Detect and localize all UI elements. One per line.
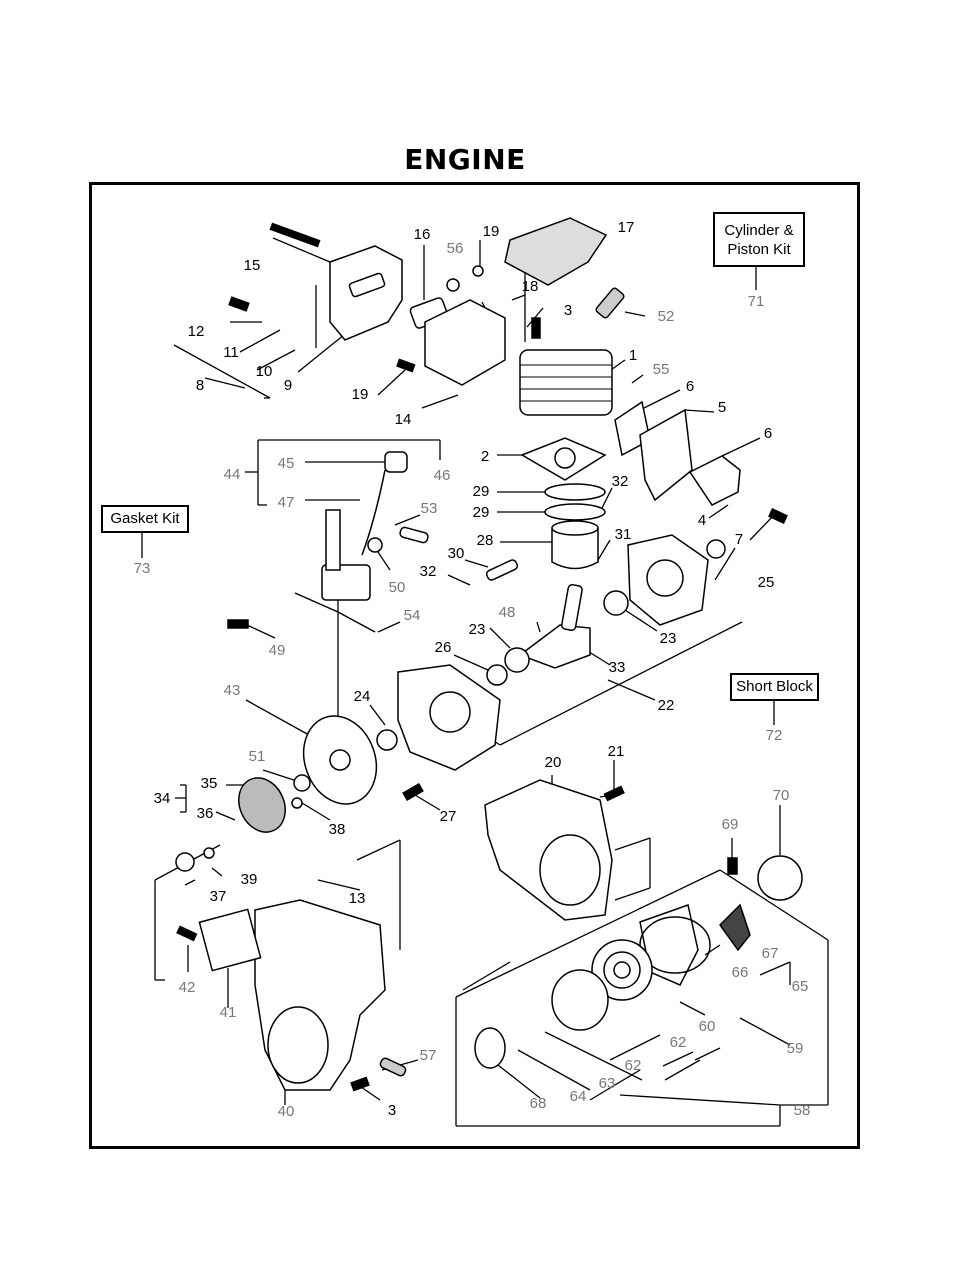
callout-56: 56 — [447, 240, 464, 257]
callout-14: 14 — [395, 411, 412, 428]
callout-44: 44 — [224, 466, 241, 483]
callout-30: 30 — [448, 545, 465, 562]
callout-25: 25 — [758, 574, 775, 591]
callout-18: 18 — [522, 278, 539, 295]
callout-3: 3 — [388, 1102, 396, 1119]
diagram-frame — [89, 182, 860, 1149]
callout-1: 1 — [629, 347, 637, 364]
callout-20: 20 — [545, 754, 562, 771]
short-block-box: Short Block — [730, 673, 819, 701]
callout-48: 48 — [499, 604, 516, 621]
short-block-number: 72 — [765, 727, 783, 744]
callout-34: 34 — [154, 790, 171, 807]
callout-10: 10 — [256, 363, 273, 380]
leader-lines — [141, 229, 829, 1127]
callout-47: 47 — [278, 494, 295, 511]
callout-67: 67 — [762, 945, 779, 962]
callout-22: 22 — [658, 697, 675, 714]
callout-37: 37 — [210, 888, 227, 905]
callout-2: 2 — [481, 448, 489, 465]
callout-58: 58 — [794, 1102, 811, 1119]
callout-19: 19 — [483, 223, 500, 240]
callout-11: 11 — [223, 344, 239, 361]
callout-36: 36 — [197, 805, 214, 822]
callout-45: 45 — [278, 455, 295, 472]
callout-38: 38 — [329, 821, 346, 838]
callout-16: 16 — [414, 226, 431, 243]
callout-17: 17 — [618, 219, 635, 236]
cylinder-piston-kit-box: Cylinder & Piston Kit — [713, 212, 805, 267]
callout-39: 39 — [241, 871, 258, 888]
callout-43: 43 — [224, 682, 241, 699]
callout-35: 35 — [201, 775, 218, 792]
callout-53: 53 — [421, 500, 438, 517]
callout-5: 5 — [718, 399, 726, 416]
callout-29: 29 — [473, 504, 490, 521]
callout-49: 49 — [269, 642, 286, 659]
callout-8: 8 — [196, 377, 204, 394]
callout-31: 31 — [615, 526, 632, 543]
callout-3: 3 — [564, 302, 572, 319]
cylinder-piston-kit-line1: Cylinder & — [724, 222, 794, 239]
part-illustrations — [175, 217, 803, 1092]
callout-50: 50 — [389, 579, 406, 596]
callout-33: 33 — [609, 659, 626, 676]
callout-32: 32 — [612, 473, 629, 490]
callout-51: 51 — [249, 748, 266, 765]
callout-23: 23 — [469, 621, 486, 638]
cylinder-piston-kit-number: 71 — [747, 293, 765, 310]
callout-12: 12 — [188, 323, 205, 340]
callout-52: 52 — [658, 308, 675, 325]
callout-42: 42 — [179, 979, 196, 996]
callout-66: 66 — [732, 964, 749, 981]
callout-69: 69 — [722, 816, 739, 833]
callout-68: 68 — [530, 1095, 547, 1112]
callout-13: 13 — [349, 890, 366, 907]
callout-9: 9 — [284, 377, 292, 394]
callout-64: 64 — [570, 1088, 587, 1105]
callout-63: 63 — [599, 1075, 616, 1092]
callout-57: 57 — [420, 1047, 437, 1064]
callout-62: 62 — [670, 1034, 687, 1051]
callout-23: 23 — [660, 630, 677, 647]
gasket-kit-number: 73 — [133, 560, 151, 577]
callout-6: 6 — [686, 378, 694, 395]
callout-60: 60 — [699, 1018, 716, 1035]
callout-26: 26 — [435, 639, 452, 656]
callout-54: 54 — [404, 607, 421, 624]
callout-46: 46 — [434, 467, 451, 484]
callout-19: 19 — [352, 386, 369, 403]
callout-7: 7 — [735, 531, 743, 548]
callout-15: 15 — [244, 257, 261, 274]
callout-62: 62 — [625, 1057, 642, 1074]
callout-32: 32 — [420, 563, 437, 580]
callout-55: 55 — [653, 361, 670, 378]
callout-4: 4 — [698, 512, 706, 529]
short-block-label: Short Block — [736, 678, 813, 695]
callout-27: 27 — [440, 808, 457, 825]
page-title: ENGINE — [404, 143, 526, 176]
callout-41: 41 — [220, 1004, 237, 1021]
callout-59: 59 — [787, 1040, 804, 1057]
callout-28: 28 — [477, 532, 494, 549]
callout-21: 21 — [608, 743, 625, 760]
callout-70: 70 — [773, 787, 790, 804]
callout-6: 6 — [764, 425, 772, 442]
gasket-kit-label: Gasket Kit — [110, 510, 180, 527]
callout-65: 65 — [792, 978, 809, 995]
callout-29: 29 — [473, 483, 490, 500]
cylinder-piston-kit-line2: Piston Kit — [727, 241, 791, 258]
gasket-kit-box: Gasket Kit — [101, 505, 189, 533]
callout-24: 24 — [354, 688, 371, 705]
callout-40: 40 — [278, 1103, 295, 1120]
